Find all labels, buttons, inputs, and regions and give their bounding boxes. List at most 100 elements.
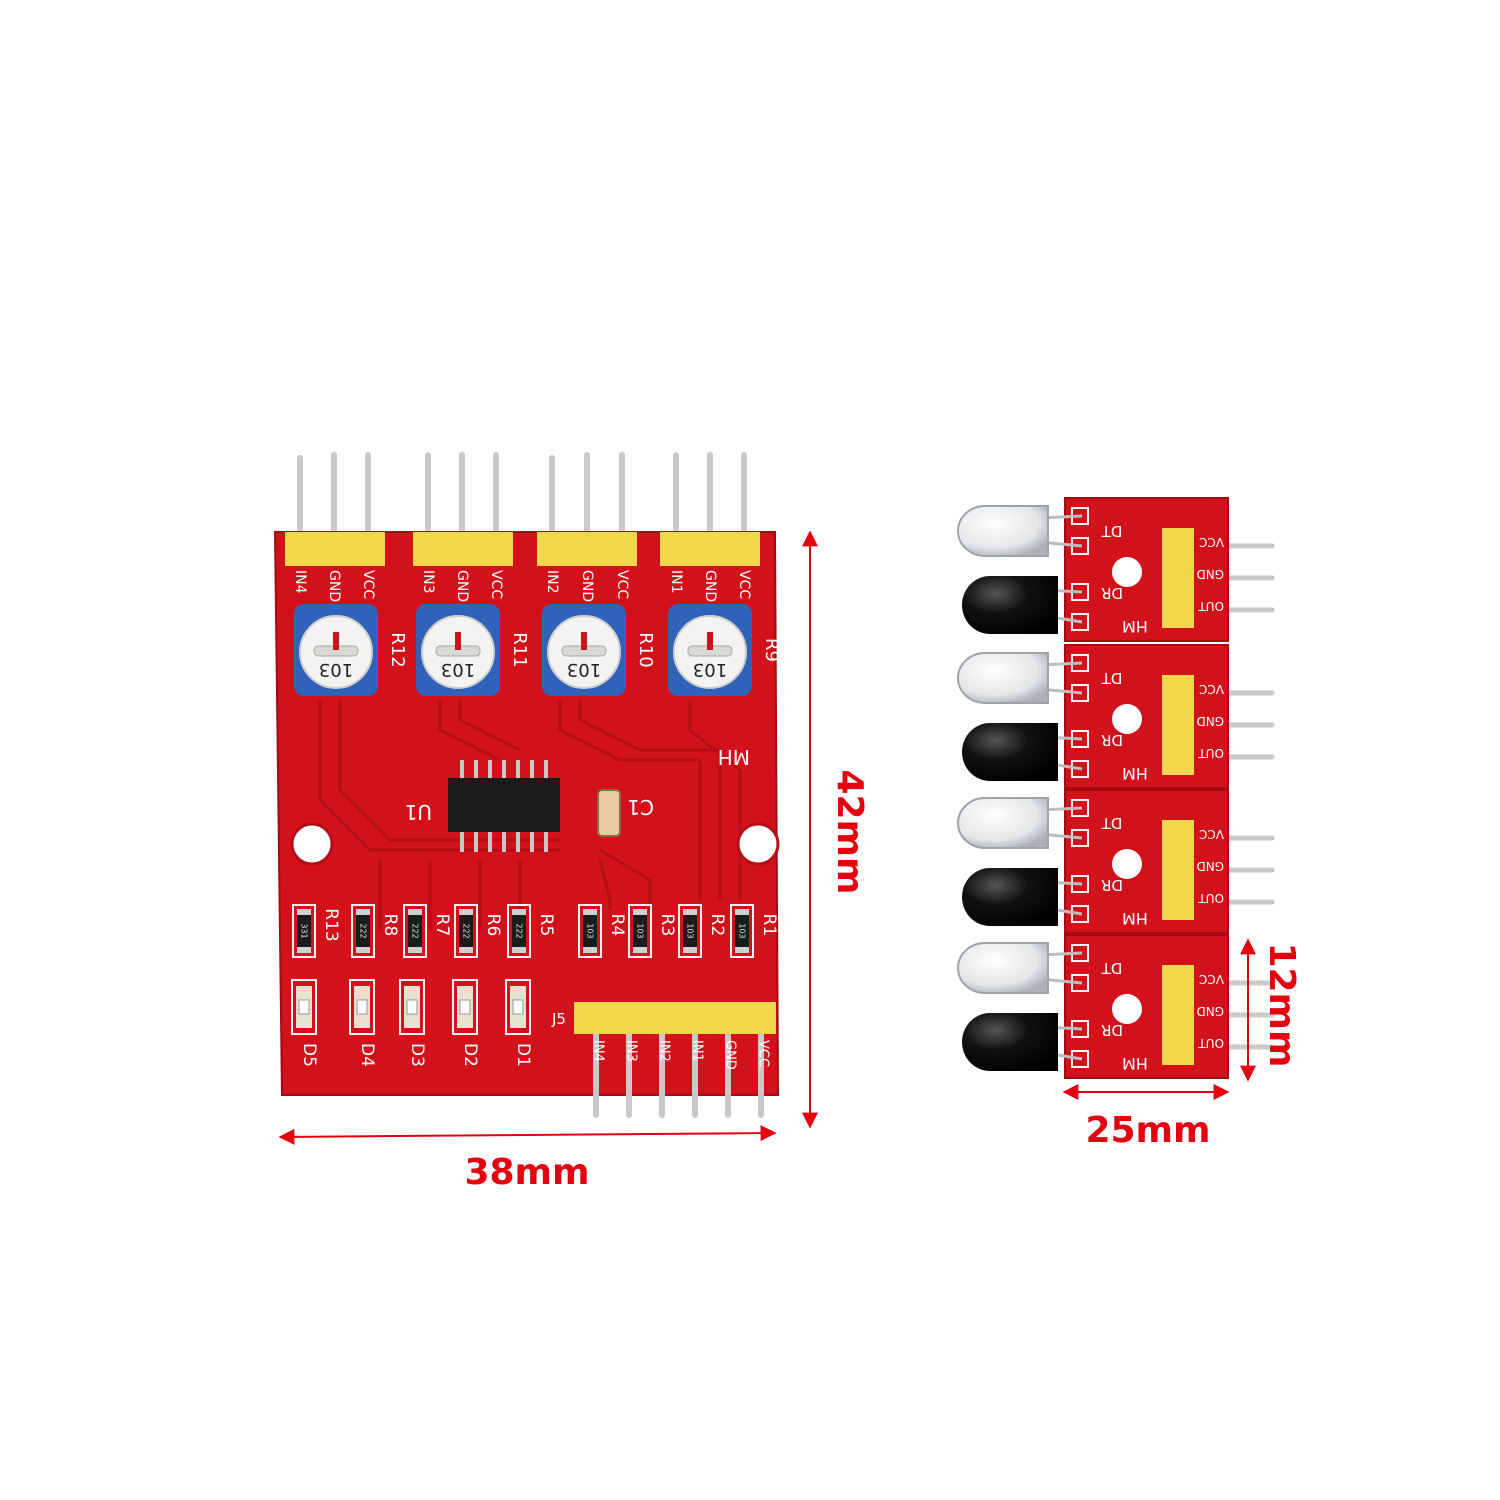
header-pin-label: VCC [360, 570, 376, 599]
ir-receiver-led [962, 723, 1058, 781]
smd-resistor: 103 [678, 904, 702, 958]
header-pin-label: VCC [614, 570, 630, 599]
potentiometer-label: R12 [387, 632, 408, 667]
sensor-pad-label: DT [1101, 959, 1123, 977]
trim-potentiometer: 103 [668, 604, 752, 696]
ic-label: U1 [405, 800, 432, 824]
sensor-pcb [1064, 934, 1229, 1079]
led-label: D5 [299, 1043, 319, 1067]
potentiometer-value: 103 [441, 659, 475, 680]
resistor-code: 103 [738, 923, 747, 938]
capacitor-c1 [597, 789, 621, 837]
output-pin-label: IN2 [657, 1040, 672, 1062]
sensor-pcb [1064, 789, 1229, 934]
output-pin-labels: IN4 IN3 IN2 IN1 GND VCC [591, 1040, 771, 1070]
smd-led [349, 979, 375, 1035]
resistor-label: R5 [536, 914, 556, 937]
smd-resistor: 222 [351, 904, 375, 958]
sensor-height-label: 12mm [1261, 942, 1302, 1067]
smd-resistor: 103 [730, 904, 754, 958]
dimension-annotations: 38mm 42mm 25mm 12mm [278, 530, 1302, 1193]
ir-emitter-led [957, 505, 1049, 557]
resistor-label: R7 [432, 914, 452, 937]
sensor-width-label: 25mm [1085, 1110, 1210, 1151]
sensor-pin-label: GND [1196, 567, 1224, 581]
header-pin-label: VCC [488, 570, 504, 599]
resistor-code: 222 [462, 923, 471, 938]
ir-emitter-led [957, 797, 1049, 849]
sensor-marking: HM [1122, 909, 1148, 928]
potentiometer-label: R10 [635, 632, 656, 667]
potentiometer-value: 103 [567, 659, 601, 680]
sensor-marking: HM [1122, 1054, 1148, 1073]
resistor-code: 103 [586, 923, 595, 938]
smd-led [399, 979, 425, 1035]
sensor-pin-label: VCC [1199, 827, 1224, 841]
sensor-pin-label: VCC [1199, 972, 1224, 986]
led-label: D3 [407, 1043, 427, 1067]
capacitor-label: C1 [627, 795, 654, 819]
trim-potentiometer: 103 [542, 604, 626, 696]
resistor-label: R4 [607, 914, 627, 937]
smd-resistor: 103 [578, 904, 602, 958]
output-header [574, 1002, 776, 1118]
potentiometer-value: 103 [319, 659, 353, 680]
board-height-label: 42mm [829, 769, 870, 894]
sensor-pin-label: OUT [1198, 1036, 1224, 1050]
trim-potentiometer: 103 [294, 604, 378, 696]
header-pin-label: IN2 [544, 570, 560, 594]
header-pin-label: IN4 [292, 570, 308, 594]
smd-resistor: 331 [292, 904, 316, 958]
header-pin-label: VCC [736, 570, 752, 599]
sensor-pad-label: DR [1101, 731, 1123, 749]
resistor-code: 222 [359, 923, 368, 938]
resistor-label: R1 [759, 914, 779, 937]
sensor-pad-label: DT [1101, 522, 1123, 540]
output-pin-label: IN1 [690, 1040, 705, 1062]
header-pin-label: IN1 [668, 570, 684, 594]
sensor-pin-label: VCC [1199, 682, 1224, 696]
resistor-code: 103 [636, 923, 645, 938]
ir-receiver-led [962, 576, 1058, 634]
header-pin-label: GND [454, 570, 470, 602]
resistor-label: R6 [483, 914, 503, 937]
header-pin-label: GND [702, 570, 718, 602]
sensor-pcb [1064, 497, 1229, 642]
output-pin-label: VCC [756, 1040, 771, 1067]
header-pin-label: GND [326, 570, 342, 602]
sensor-pad-label: DR [1101, 1021, 1123, 1039]
ir-receiver-led [962, 868, 1058, 926]
output-pin-label: GND [723, 1040, 738, 1070]
resistor-code: 331 [300, 923, 309, 938]
smd-resistor: 222 [507, 904, 531, 958]
output-pin-label: IN4 [591, 1040, 606, 1062]
sensor-pad-label: DR [1101, 584, 1123, 602]
smd-resistor: 222 [454, 904, 478, 958]
trim-potentiometer: 103 [416, 604, 500, 696]
sensor-pad-label: DT [1101, 814, 1123, 832]
sensor-pad-label: DT [1101, 669, 1123, 687]
resistor-label: R3 [657, 914, 677, 937]
smd-resistor: 222 [403, 904, 427, 958]
ir-emitter-led [957, 652, 1049, 704]
smd-led [452, 979, 478, 1035]
sensor-marking: HM [1122, 764, 1148, 783]
resistor-code: 222 [411, 923, 420, 938]
sensor-pin-label: OUT [1198, 891, 1224, 905]
led-label: D2 [460, 1043, 480, 1067]
output-pin-label: IN3 [624, 1040, 639, 1062]
ic-chip [448, 760, 560, 852]
smd-resistor: 103 [628, 904, 652, 958]
potentiometer-value: 103 [693, 659, 727, 680]
mounting-hole-left [290, 822, 334, 866]
resistor-label: R8 [380, 914, 400, 937]
sensor-pin-label: VCC [1199, 535, 1224, 549]
